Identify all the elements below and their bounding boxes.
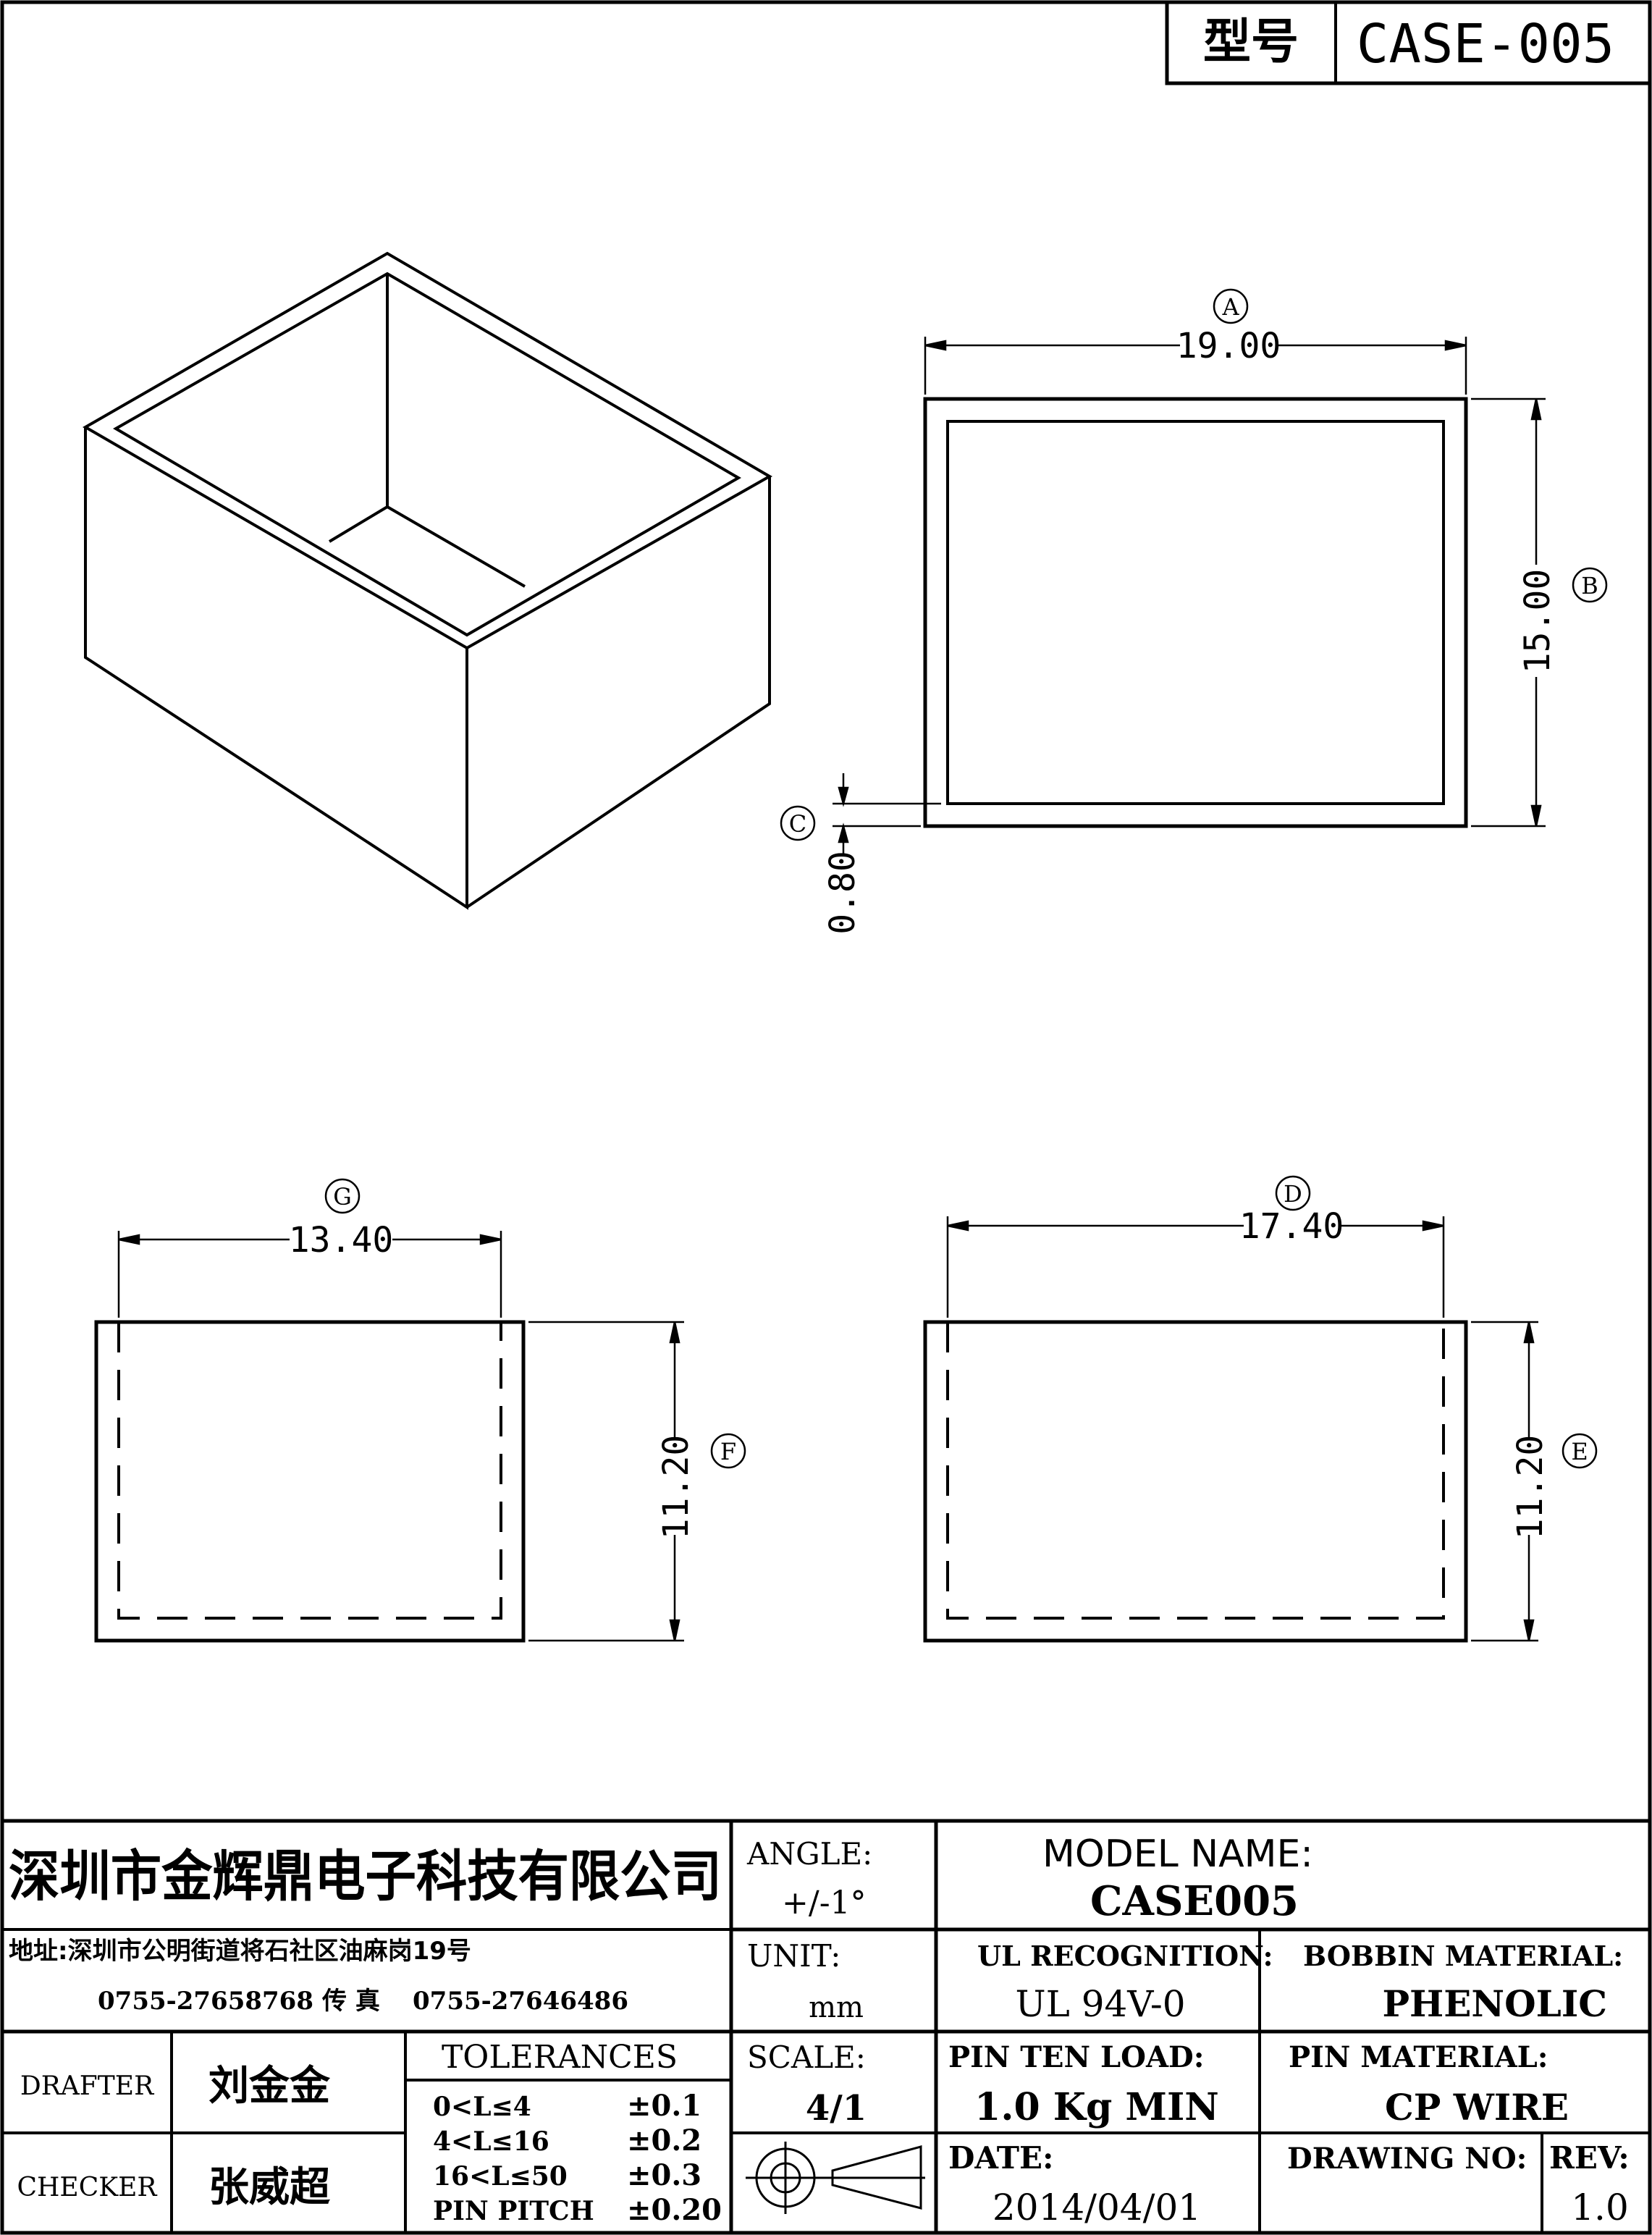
dimension-g	[117, 1178, 502, 1318]
scale-value: 4/1	[806, 2088, 867, 2129]
dimension-d	[946, 1175, 1445, 1318]
angle-value: +/-1°	[782, 1885, 867, 1922]
pin-ten-load-value: 1.0 Kg MIN	[974, 2085, 1219, 2129]
date-label: DATE:	[948, 2140, 1053, 2176]
dimension-g-value: 13.40	[289, 1220, 394, 1260]
company-phone: 0755-27658768	[98, 1987, 313, 2016]
dimension-f	[528, 1321, 746, 1642]
dimension-b-marker: B	[1581, 572, 1598, 599]
header-model-box: 型号 CASE-005	[1165, 2, 1650, 85]
dimension-c-marker: C	[789, 810, 806, 838]
dimension-e-marker: E	[1571, 1438, 1588, 1465]
tolerance-range: 4<L≤16	[433, 2126, 549, 2157]
company-address: 地址:深圳市公明街道将石社区油麻岗19号	[9, 1937, 471, 1966]
side-view-left-outline	[94, 1320, 526, 1643]
top-view-inner	[946, 420, 1445, 805]
isometric-view	[82, 251, 773, 910]
header-model-value: CASE-005	[1357, 13, 1614, 75]
dimension-a-marker: A	[1221, 293, 1239, 321]
header-model-label: 型号	[1203, 14, 1299, 70]
model-name-value: CASE005	[1090, 1877, 1299, 1925]
rev-label: REV:	[1549, 2140, 1630, 2176]
date-value: 2014/04/01	[993, 2186, 1201, 2228]
bobbin-material-value: PHENOLIC	[1382, 1982, 1607, 2025]
dimension-b-value: 15.00	[1517, 569, 1558, 674]
dimension-e-value: 11.20	[1510, 1435, 1551, 1540]
tolerance-value: ±0.1	[627, 2089, 701, 2123]
tolerance-value: ±0.20	[627, 2193, 722, 2227]
bobbin-material-label: BOBBIN MATERIAL:	[1303, 1940, 1623, 1972]
side-view-left-hidden	[117, 1322, 502, 1620]
tolerances-title: TOLERANCES	[442, 2039, 678, 2076]
dimension-a	[924, 288, 1467, 395]
dimension-d-marker: D	[1284, 1180, 1302, 1208]
scale-label: SCALE:	[747, 2040, 866, 2075]
angle-label: ANGLE:	[746, 1836, 872, 1872]
dimension-a-value: 19.00	[1176, 326, 1281, 366]
tolerance-value: ±0.2	[627, 2124, 701, 2158]
side-view-right: D 17.40 E 11.20	[923, 1175, 1598, 1643]
drafter-label: DRAFTER	[20, 2071, 154, 2101]
side-view-right-outline	[923, 1320, 1468, 1643]
dimension-d-value: 17.40	[1239, 1206, 1344, 1247]
tolerance-range: PIN PITCH	[433, 2196, 594, 2226]
dimension-c	[780, 773, 941, 854]
unit-value: mm	[809, 1991, 864, 2024]
dimension-c-value: 0.80	[822, 851, 863, 935]
tolerance-range: 16<L≤50	[433, 2161, 568, 2192]
side-view-left: G 13.40 F 11.20	[94, 1178, 746, 1643]
title-block: 深圳市金辉鼎电子科技有限公司 地址:深圳市公明街道将石社区油麻岗19号 0755…	[2, 1819, 1650, 2233]
dimension-e	[1471, 1321, 1598, 1642]
top-view: A 19.00 B 15.00 C 0.80	[780, 288, 1608, 935]
company-fax: 0755-27646486	[413, 1987, 628, 2016]
model-name-label: MODEL NAME:	[1042, 1832, 1313, 1876]
drawing-no-label: DRAWING NO:	[1287, 2142, 1527, 2176]
drafter-name: 刘金金	[208, 2063, 331, 2110]
pin-material-label: PIN MATERIAL:	[1289, 2040, 1548, 2074]
tolerance-range: 0<L≤4	[433, 2092, 531, 2122]
dimension-f-marker: F	[720, 1438, 736, 1465]
company-name: 深圳市金辉鼎电子科技有限公司	[9, 1844, 722, 1908]
ul-recognition-value: UL 94V-0	[1015, 1983, 1185, 2025]
checker-label: CHECKER	[17, 2173, 157, 2202]
dimension-g-marker: G	[333, 1183, 352, 1211]
unit-label: UNIT:	[747, 1938, 840, 1974]
tolerance-value: ±0.3	[627, 2158, 701, 2192]
dimension-b	[1471, 397, 1608, 828]
ul-recognition-label: UL RECOGNITION:	[977, 1940, 1273, 1972]
side-view-right-hidden	[946, 1322, 1445, 1620]
checker-name: 张威超	[208, 2164, 331, 2211]
pin-ten-load-label: PIN TEN LOAD:	[948, 2040, 1204, 2074]
projection-symbol-icon	[746, 2142, 925, 2214]
pin-material-value: CP WIRE	[1385, 2086, 1569, 2129]
dimension-f-value: 11.20	[656, 1435, 696, 1540]
company-fax-label: 传 真	[321, 1987, 380, 2016]
rev-value: 1.0	[1571, 2186, 1629, 2228]
top-view-outer	[923, 397, 1468, 828]
